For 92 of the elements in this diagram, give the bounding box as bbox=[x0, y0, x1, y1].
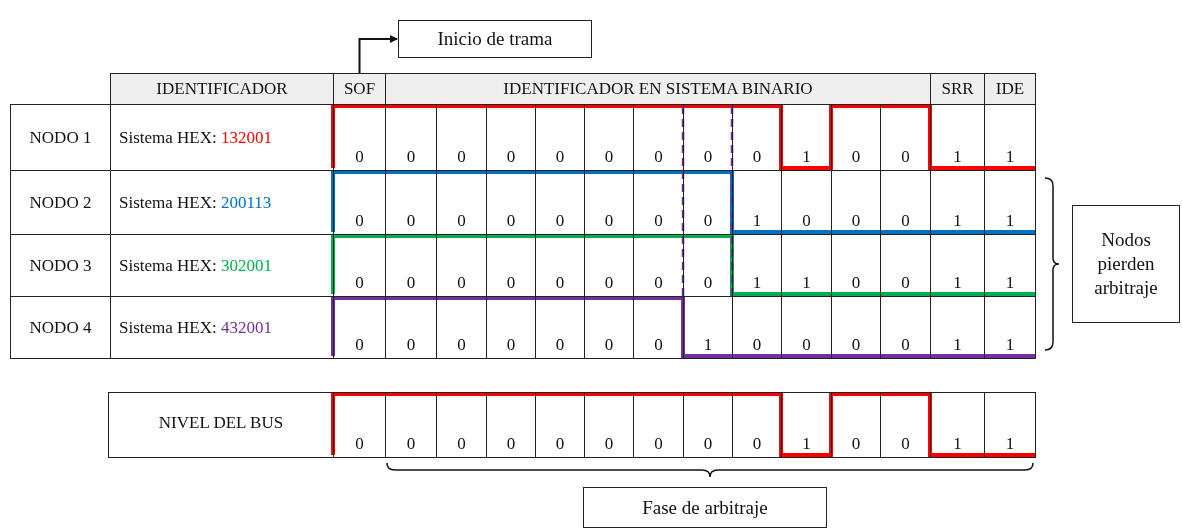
bit-value: 1 bbox=[952, 147, 963, 167]
hex-label: Sistema HEX: bbox=[119, 193, 217, 212]
bit-value: 0 bbox=[354, 147, 365, 167]
hex-label: Sistema HEX: bbox=[119, 256, 217, 275]
bit-value: 0 bbox=[554, 273, 566, 293]
hex-label: Sistema HEX: bbox=[119, 128, 217, 147]
bit-value: 0 bbox=[505, 211, 517, 231]
bit-value: 1 bbox=[1004, 147, 1016, 167]
bit-value: 1 bbox=[952, 273, 963, 293]
bit-value: 0 bbox=[751, 335, 763, 355]
bit-value: 0 bbox=[456, 335, 467, 355]
bit-value: 0 bbox=[456, 273, 467, 293]
bit-value: 0 bbox=[603, 434, 615, 454]
bit-value: 0 bbox=[850, 335, 862, 355]
bit-value: 0 bbox=[603, 273, 615, 293]
column-header: IDENTIFICADOR bbox=[110, 73, 334, 105]
bit-value: 0 bbox=[405, 335, 417, 355]
bit-value: 1 bbox=[801, 273, 812, 293]
bit-value: 0 bbox=[850, 434, 862, 454]
bit-value: 0 bbox=[801, 335, 812, 355]
bit-value: 0 bbox=[801, 211, 812, 231]
row-header: NODO 4 bbox=[28, 318, 93, 338]
arrow bbox=[358, 35, 398, 74]
bit-value: 0 bbox=[603, 147, 615, 167]
bit-value: 0 bbox=[405, 211, 417, 231]
row-header: NODO 1 bbox=[28, 128, 93, 148]
bit-value: 0 bbox=[900, 147, 911, 167]
bit-value: 0 bbox=[900, 211, 911, 231]
bit-value: 1 bbox=[1004, 211, 1016, 231]
bit-value: 0 bbox=[456, 211, 467, 231]
bit-value: 1 bbox=[1004, 434, 1016, 454]
bit-value: 0 bbox=[850, 211, 862, 231]
bit-value: 0 bbox=[354, 434, 365, 454]
bit-value: 0 bbox=[456, 147, 467, 167]
bit-value: 1 bbox=[801, 147, 812, 167]
bit-value: 0 bbox=[702, 211, 714, 231]
row-header: NIVEL DEL BUS bbox=[157, 413, 285, 433]
bit-value: 0 bbox=[405, 273, 417, 293]
bit-value: 0 bbox=[702, 434, 714, 454]
bit-value: 0 bbox=[603, 211, 615, 231]
bit-value: 1 bbox=[702, 335, 714, 355]
column-header: IDE bbox=[984, 73, 1036, 105]
bit-value: 0 bbox=[900, 434, 911, 454]
bit-value: 0 bbox=[505, 434, 517, 454]
bit-value: 0 bbox=[850, 273, 862, 293]
bit-value: 0 bbox=[505, 147, 517, 167]
bit-value: 0 bbox=[405, 434, 417, 454]
bit-value: 0 bbox=[751, 434, 763, 454]
hex-value: 132001 bbox=[221, 128, 272, 147]
bit-value: 1 bbox=[952, 335, 963, 355]
bit-value: 0 bbox=[900, 273, 911, 293]
bit-value: 0 bbox=[554, 211, 566, 231]
bit-value: 0 bbox=[702, 273, 714, 293]
column-header: SOF bbox=[333, 73, 386, 105]
bit-value: 0 bbox=[354, 273, 365, 293]
bit-value: 0 bbox=[653, 434, 664, 454]
bit-value: 0 bbox=[603, 335, 615, 355]
callout-box: Inicio de trama bbox=[398, 20, 592, 58]
bit-value: 1 bbox=[952, 211, 963, 231]
row-header: NODO 3 bbox=[28, 256, 93, 276]
column-header: IDENTIFICADOR EN SISTEMA BINARIO bbox=[385, 73, 931, 105]
bit-value: 0 bbox=[900, 335, 911, 355]
bit-value: 1 bbox=[751, 211, 763, 231]
bit-value: 0 bbox=[751, 147, 763, 167]
hex-label: Sistema HEX: bbox=[119, 318, 217, 337]
bit-value: 0 bbox=[702, 147, 714, 167]
hex-value: 432001 bbox=[221, 318, 272, 337]
callout-box: Nodos pierden arbitraje bbox=[1072, 205, 1180, 323]
bit-value: 1 bbox=[801, 434, 812, 454]
bit-value: 0 bbox=[554, 147, 566, 167]
bit-value: 0 bbox=[653, 335, 664, 355]
hex-value: 302001 bbox=[221, 256, 272, 275]
bit-value: 1 bbox=[1004, 335, 1016, 355]
bit-value: 1 bbox=[1004, 273, 1016, 293]
bit-value: 0 bbox=[653, 211, 664, 231]
hex-value: 200113 bbox=[221, 193, 272, 212]
column-header: SRR bbox=[930, 73, 985, 105]
bit-value: 0 bbox=[405, 147, 417, 167]
bit-value: 0 bbox=[354, 335, 365, 355]
row-header: NODO 2 bbox=[28, 193, 93, 213]
bit-value: 0 bbox=[456, 434, 467, 454]
bit-value: 1 bbox=[952, 434, 963, 454]
bit-value: 1 bbox=[751, 273, 763, 293]
callout-box: Fase de arbitraje bbox=[583, 487, 827, 528]
bit-value: 0 bbox=[505, 273, 517, 293]
bit-value: 0 bbox=[554, 434, 566, 454]
bit-value: 0 bbox=[354, 211, 365, 231]
bit-value: 0 bbox=[850, 147, 862, 167]
bit-value: 0 bbox=[554, 335, 566, 355]
bit-value: 0 bbox=[653, 273, 664, 293]
bit-value: 0 bbox=[505, 335, 517, 355]
bit-value: 0 bbox=[653, 147, 664, 167]
